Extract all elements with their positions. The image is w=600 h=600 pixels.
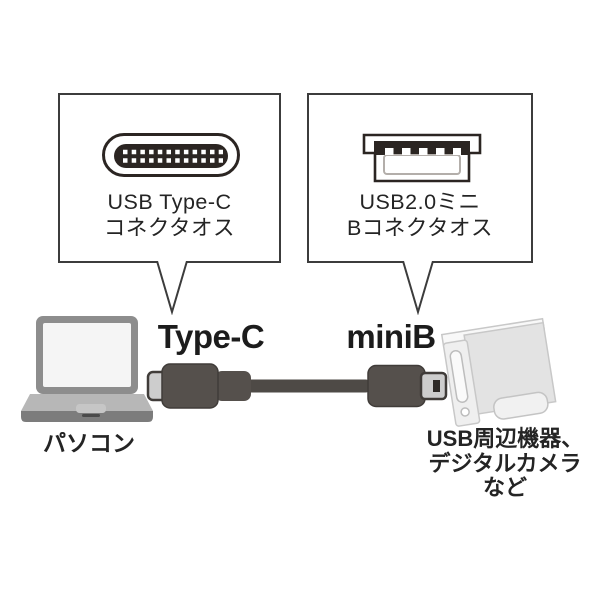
peripheral-caption-line3: など bbox=[482, 475, 527, 500]
callout-mini-b-line1: USB2.0ミニ bbox=[359, 190, 481, 214]
callout-type-c-line2: コネクタオス bbox=[103, 216, 236, 240]
peripheral-caption-line1: USB周辺機器、 bbox=[426, 426, 584, 451]
drive-led-indicator bbox=[460, 407, 470, 417]
laptop-touchpad bbox=[76, 404, 106, 413]
type-c-plug-body bbox=[161, 363, 219, 409]
type-c-plug-neck bbox=[215, 371, 251, 401]
usb-mini-b-port-icon bbox=[362, 133, 482, 183]
mini-b-port-cavity bbox=[383, 154, 461, 175]
callout-mini-b-label: USB2.0ミニ Bコネクタオス bbox=[309, 189, 531, 241]
usb-cable-icon bbox=[146, 363, 448, 409]
peripheral-caption: USB周辺機器、 デジタルカメラ など bbox=[418, 426, 592, 501]
laptop-keyboard-deck bbox=[21, 394, 153, 411]
type-c-port-cavity bbox=[114, 144, 228, 168]
callout-pointer-type-c bbox=[156, 261, 188, 315]
mini-b-plug-body bbox=[367, 364, 426, 408]
external-drive-icon bbox=[440, 317, 557, 427]
cable-label-type-c: Type-C bbox=[157, 318, 265, 355]
callout-box-type-c: USB Type-C コネクタオス bbox=[58, 93, 281, 263]
drive-stand bbox=[493, 391, 549, 420]
peripheral-caption-line2: デジタルカメラ bbox=[428, 450, 582, 476]
callout-type-c-label: USB Type-C コネクタオス bbox=[60, 189, 279, 241]
callout-type-c-line1: USB Type-C bbox=[107, 190, 232, 214]
mini-b-plug-notch bbox=[433, 380, 440, 392]
usb-type-c-port-icon bbox=[102, 133, 240, 177]
callout-pointer-mini-b bbox=[402, 261, 434, 315]
cable-cord bbox=[244, 379, 372, 393]
laptop-latch bbox=[82, 414, 100, 417]
laptop-screen bbox=[43, 323, 131, 387]
drive-vent-slot bbox=[449, 349, 469, 403]
callout-box-mini-b: USB2.0ミニ Bコネクタオス bbox=[307, 93, 533, 263]
cable-label-mini-b: miniB bbox=[346, 318, 436, 355]
laptop-icon bbox=[21, 316, 153, 422]
laptop-caption: パソコン bbox=[43, 430, 135, 456]
callout-mini-b-line2: Bコネクタオス bbox=[347, 216, 493, 240]
